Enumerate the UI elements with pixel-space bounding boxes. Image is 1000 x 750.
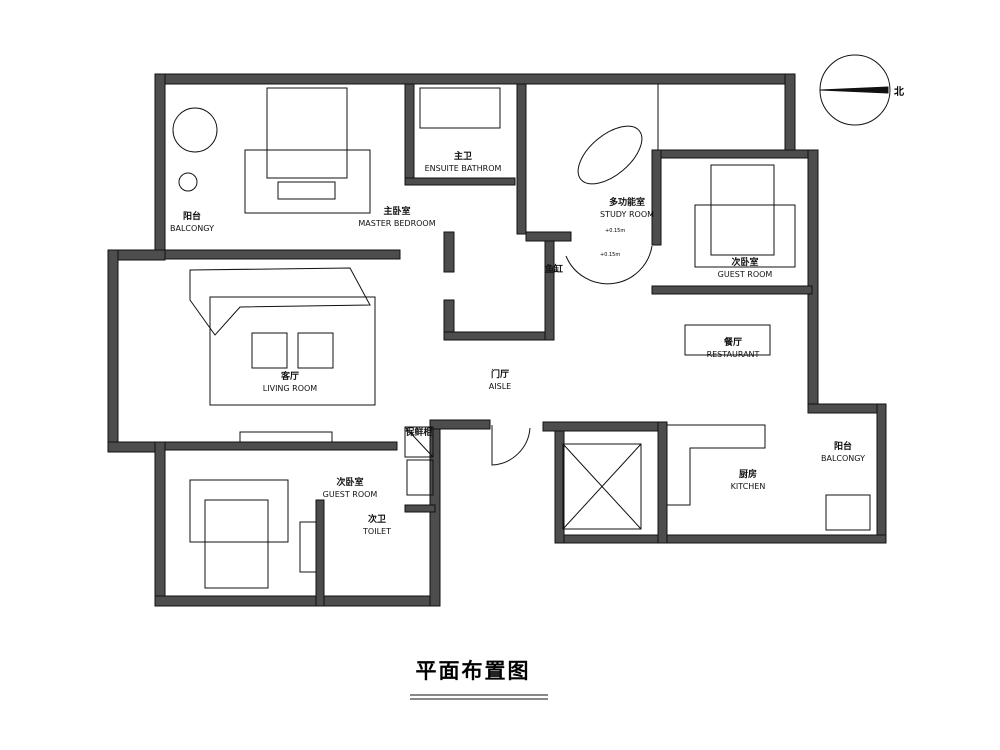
- label-fish-tank: 鱼缸: [544, 265, 564, 275]
- label-fridge: 保鲜柜: [405, 428, 433, 438]
- garden: [657, 83, 786, 151]
- bathtub: [419, 87, 501, 129]
- elevator: [562, 443, 642, 530]
- guest-bed-ne: [710, 164, 775, 256]
- level-mark-1: +0.15m: [605, 228, 626, 234]
- counter: [666, 424, 766, 506]
- fridge-box: [404, 426, 434, 458]
- washer: [825, 494, 871, 531]
- dining-table: [684, 324, 771, 356]
- plan-title: 平面布置图: [415, 659, 531, 683]
- tv-cabinet: [239, 431, 333, 443]
- north-label: 北: [894, 87, 904, 98]
- desk: [577, 125, 643, 185]
- walls: [107, 73, 887, 607]
- rug: [209, 296, 376, 406]
- guest-bed-sw: [204, 499, 269, 589]
- sofa: [189, 267, 371, 336]
- level-mark-2: +0.15m: [600, 252, 621, 258]
- furniture: [172, 54, 891, 700]
- master-bed: [266, 87, 348, 179]
